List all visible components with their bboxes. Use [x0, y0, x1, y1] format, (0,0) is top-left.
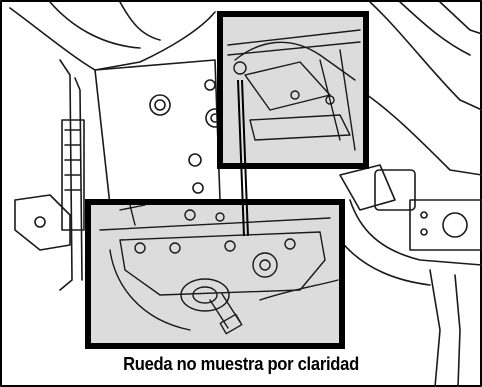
control-arm	[339, 239, 431, 286]
fender-outline	[9, 7, 216, 71]
center-bolt-large	[149, 94, 171, 116]
upper-bolt	[233, 61, 247, 75]
brake-cable	[109, 249, 191, 331]
plate-bolt-lower	[192, 182, 204, 194]
upper-detail-inset	[217, 11, 369, 169]
lower-frame-rail	[99, 217, 331, 231]
upper-linkage	[249, 114, 351, 141]
lower-detail-inset	[85, 199, 345, 349]
right-mount-block	[374, 169, 416, 211]
crossmember-bolt-a	[420, 211, 428, 219]
right-strut	[429, 269, 441, 387]
transaxle-housing	[119, 231, 326, 296]
lower-link-rod	[259, 279, 339, 301]
upper-frame-rail	[227, 29, 361, 56]
crossmember-hole	[442, 212, 468, 238]
upper-bracket-plate	[244, 61, 331, 111]
center-bolt-large-inner	[154, 99, 166, 111]
rear-body-crease	[399, 1, 471, 56]
rear-panel-edge	[439, 1, 482, 35]
housing-bolt-a	[134, 242, 146, 254]
right-bracket	[339, 164, 396, 211]
mount-bolt-hole	[34, 216, 46, 228]
right-strut-edge	[454, 274, 461, 387]
housing-bolt-d	[284, 238, 296, 250]
lower-top-nut	[215, 212, 225, 222]
left-bracket-plate	[61, 119, 85, 231]
housing-gear-center	[259, 259, 271, 271]
upper-struts	[319, 49, 356, 151]
left-frame-post	[59, 59, 73, 291]
right-crossmember	[409, 199, 482, 251]
plate-bolt	[188, 153, 202, 167]
axle-hub-inner	[192, 286, 218, 304]
bracket-ribs	[64, 129, 81, 191]
plate-bolt-upper	[204, 79, 216, 91]
leader-line	[237, 79, 249, 237]
upper-nut	[290, 90, 300, 100]
housing-gear	[252, 252, 278, 278]
rear-body-outline	[369, 1, 482, 111]
cable-clip	[119, 204, 146, 226]
lower-right-arm	[349, 199, 482, 266]
housing-bolt-b	[169, 242, 181, 254]
lower-left-mount	[14, 194, 71, 251]
crossmember-bolt-b	[420, 228, 428, 236]
axle-end	[219, 313, 243, 335]
fender-crease	[119, 1, 161, 41]
upper-tube	[234, 41, 356, 81]
housing-bolt-c	[224, 240, 236, 252]
upper-nut-b	[325, 95, 335, 105]
right-frame-arch	[359, 89, 482, 176]
fender-inner-edge	[49, 1, 141, 49]
left-frame-inner	[74, 77, 83, 281]
lower-top-bolt	[184, 209, 196, 221]
axle-hub	[180, 278, 230, 312]
